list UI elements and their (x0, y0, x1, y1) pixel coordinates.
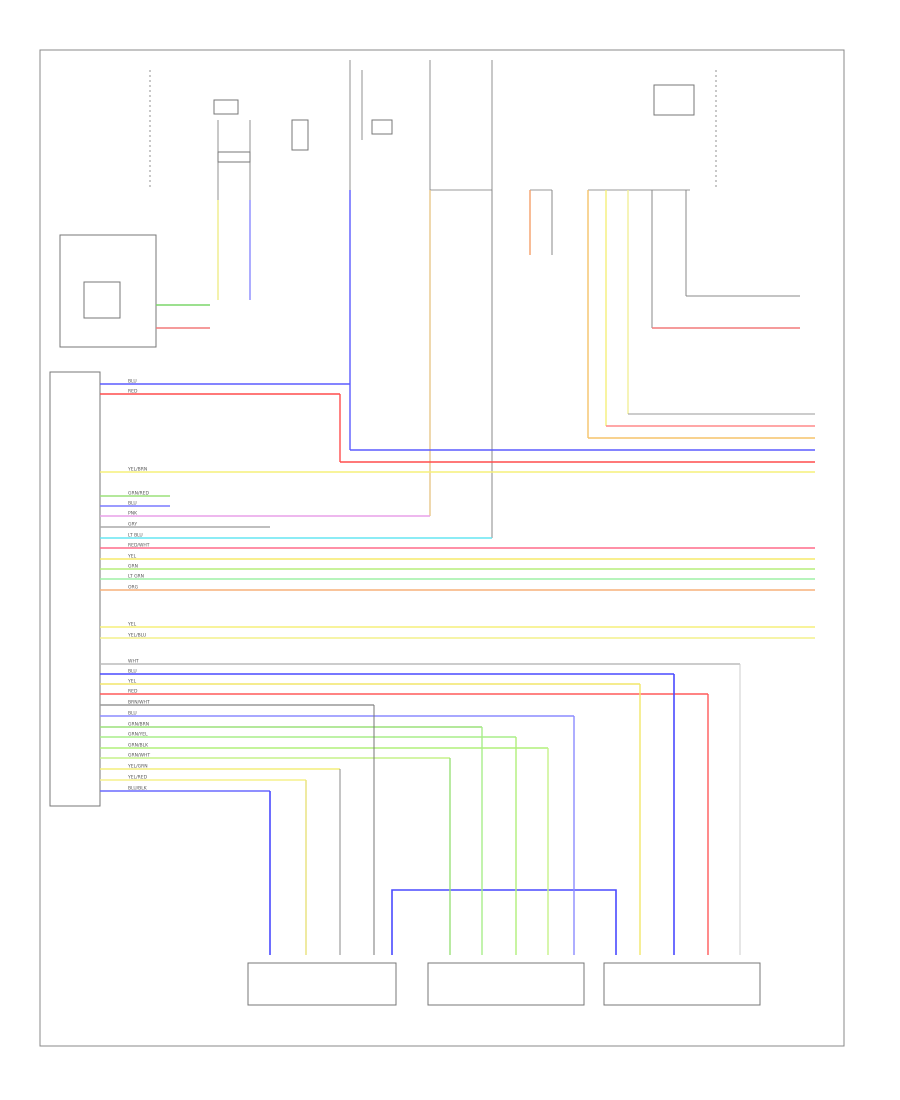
diagram-border (39, 49, 845, 1047)
connector-block (217, 151, 251, 163)
connector-center (427, 962, 585, 1006)
wire-bus: BLU RED YEL/BRN GRN/RED BLU PNK GRY LT BLU RED/W… (100, 379, 815, 792)
bus-wire-tag: RED (128, 389, 138, 395)
bus-wire-tag: BRN/WHT (128, 700, 150, 706)
bus-wire-tag: GRN/BRN (128, 722, 149, 728)
bus-wire-tag: GRN (128, 564, 138, 570)
bus-wire-tag: PNK (128, 511, 138, 517)
bus-wire-tag: BLU (128, 711, 137, 717)
control-unit-box (49, 371, 101, 807)
bus-wire-tag: YEL/BRN (127, 467, 147, 473)
relay-box (291, 119, 309, 151)
connector-left (247, 962, 397, 1006)
bus-wire-tag: ORG (128, 585, 139, 591)
switch-internal (83, 281, 121, 319)
bus-wire-tag: BLU (128, 669, 137, 675)
bus-wire-tag: YEL/GRN (127, 764, 148, 770)
fuse-box-center (371, 119, 393, 135)
bottom-connectors (247, 962, 761, 1006)
fuse-box-left (213, 99, 239, 115)
left-switch-module (59, 200, 251, 348)
bus-wire-tag: GRN/WHT (128, 753, 150, 759)
bus-wire-tag: YEL/BLU (127, 633, 146, 639)
bus-wire-tag: GRN/RED (128, 491, 149, 497)
bus-wire-tag: BLU/BLK (128, 786, 148, 792)
bus-wire-tag: YEL/RED (127, 775, 148, 781)
module-box-top-right (653, 84, 695, 116)
bus-wire-tag: RED/WHT (128, 543, 150, 549)
bus-wire-tag: GRN/YEL (128, 732, 148, 738)
bus-wire-tag: RED (128, 689, 138, 695)
drop-blu-loop (391, 889, 617, 955)
bus-wire-tag: WHT (128, 659, 139, 665)
bus-wire-tag: LT BLU (128, 533, 143, 539)
bus-wire-tag: YEL (127, 622, 137, 628)
lower-drops (269, 664, 741, 955)
bus-wire-tag: YEL (127, 554, 137, 560)
bus-wire-tag: BLU (128, 379, 137, 385)
connector-right (603, 962, 761, 1006)
bus-wire-tag: LT GRN (128, 574, 144, 580)
top-fuses (149, 60, 717, 200)
bus-wire-tag: YEL (127, 679, 137, 685)
vertical-trunks (339, 190, 815, 538)
bus-wire-tag: GRY (128, 522, 137, 528)
bus-wire-tag: BLU (128, 501, 137, 507)
main-control-unit (49, 371, 101, 807)
bus-wire-tag: GRN/BLK (128, 743, 149, 749)
